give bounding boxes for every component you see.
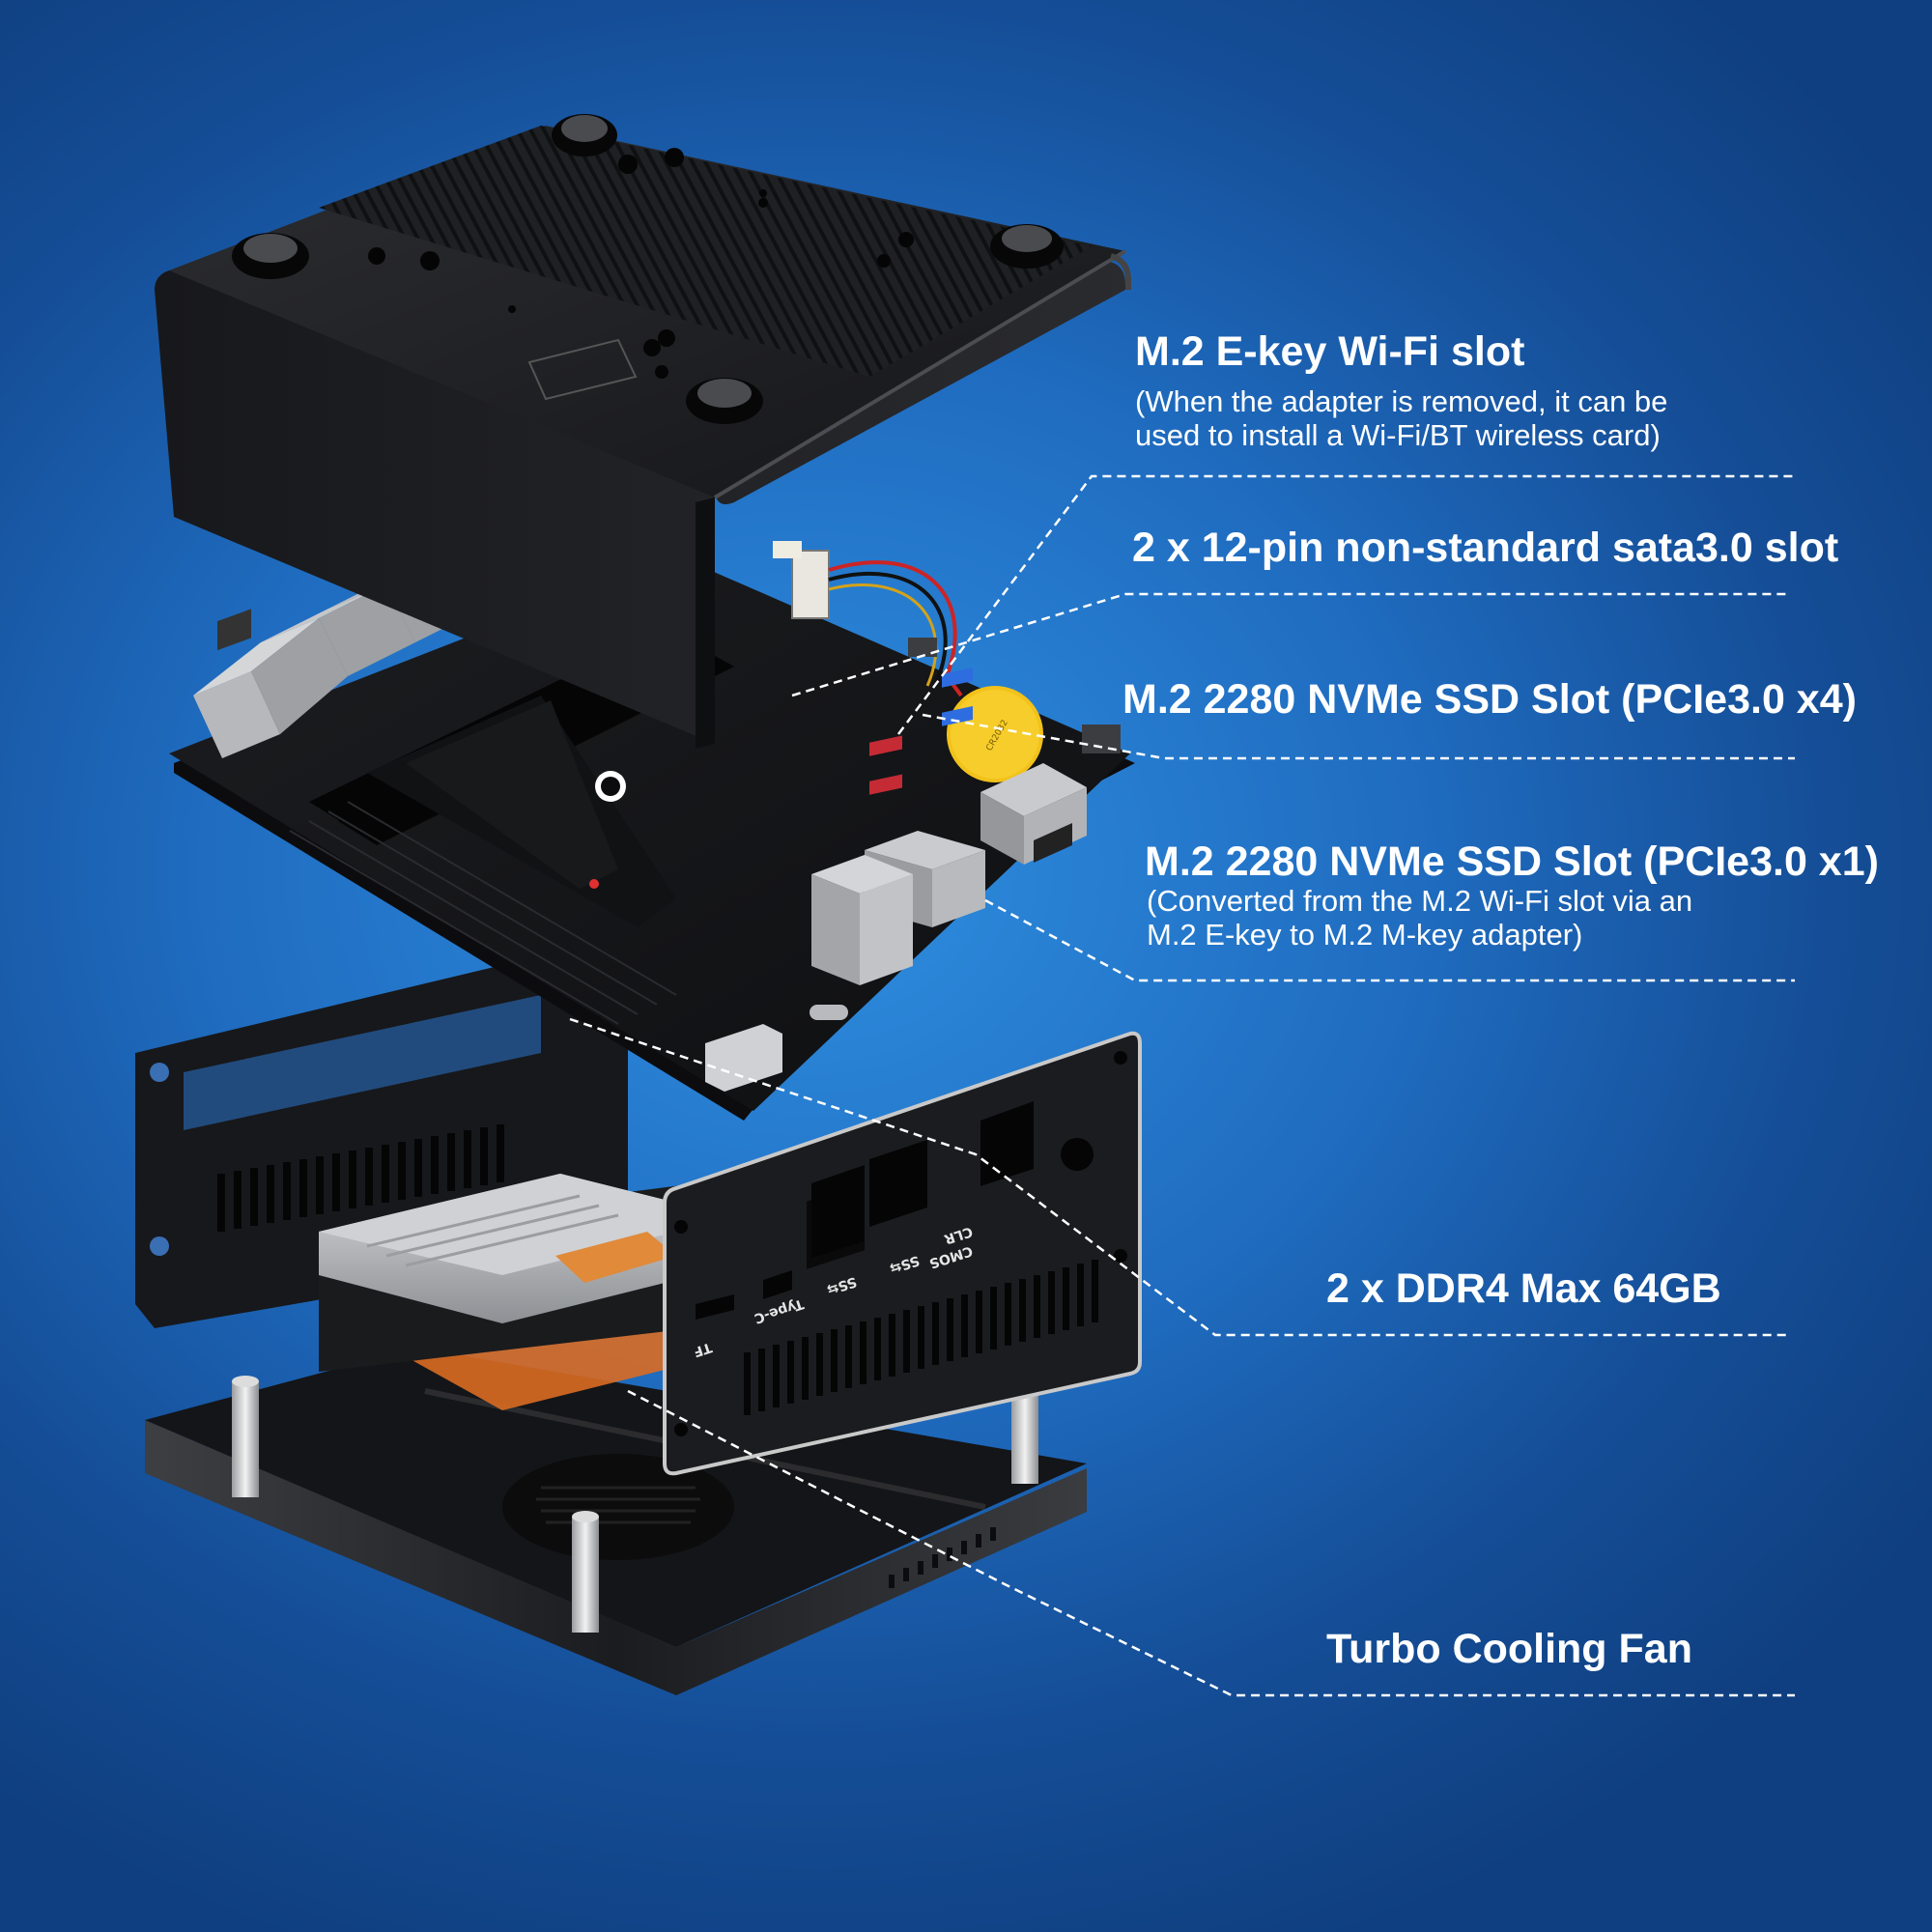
- heatsink-assembly: [319, 1174, 734, 1410]
- wifi-slot-note-line-2: used to install a Wi-Fi/BT wireless card…: [1135, 418, 1661, 452]
- sata-slot-title: 2 x 12-pin non-standard sata3.0 slot: [1132, 525, 1839, 571]
- cooling-fan-title: Turbo Cooling Fan: [1326, 1626, 1692, 1672]
- rear-io-ports: [705, 667, 1087, 1092]
- motherboard: CR2032: [169, 541, 1135, 1121]
- ssd-x1-note-line-1: (Converted from the M.2 Wi-Fi slot via a…: [1147, 884, 1693, 918]
- standoffs: [232, 1364, 1038, 1633]
- tf-port-label: TF: [692, 1339, 714, 1359]
- leader-ssd-x1: [984, 898, 1795, 982]
- ssd-x1-title: M.2 2280 NVMe SSD Slot (PCIe3.0 x1): [1145, 838, 1879, 885]
- leader-wifi-slot: [896, 474, 1795, 735]
- leader-cooling-fan: [627, 1389, 1795, 1697]
- rubber-feet: [232, 114, 1064, 424]
- bottom-tray: [145, 1348, 1087, 1695]
- leader-ddr4: [569, 1017, 1790, 1337]
- wifi-slot-title: M.2 E-key Wi-Fi slot: [1135, 328, 1525, 375]
- ssd-x1-note-line-2: M.2 E-key to M.2 M-key adapter): [1147, 918, 1583, 952]
- wifi-slot-note-line-1: (When the adapter is removed, it can be: [1135, 384, 1668, 418]
- pin-headers: [908, 638, 1121, 753]
- ssd-x4-title: M.2 2280 NVMe SSD Slot (PCIe3.0 x4): [1122, 676, 1857, 723]
- ddr4-title: 2 x DDR4 Max 64GB: [1326, 1265, 1721, 1312]
- fan-header: [773, 541, 963, 697]
- front-io-panel: TF Type-C SS⇆ SS⇆ CLR CMOS: [663, 1031, 1142, 1476]
- callout-leaders: [569, 474, 1795, 1697]
- leader-sata-slot: [791, 592, 1790, 697]
- top-lid: [155, 114, 1131, 749]
